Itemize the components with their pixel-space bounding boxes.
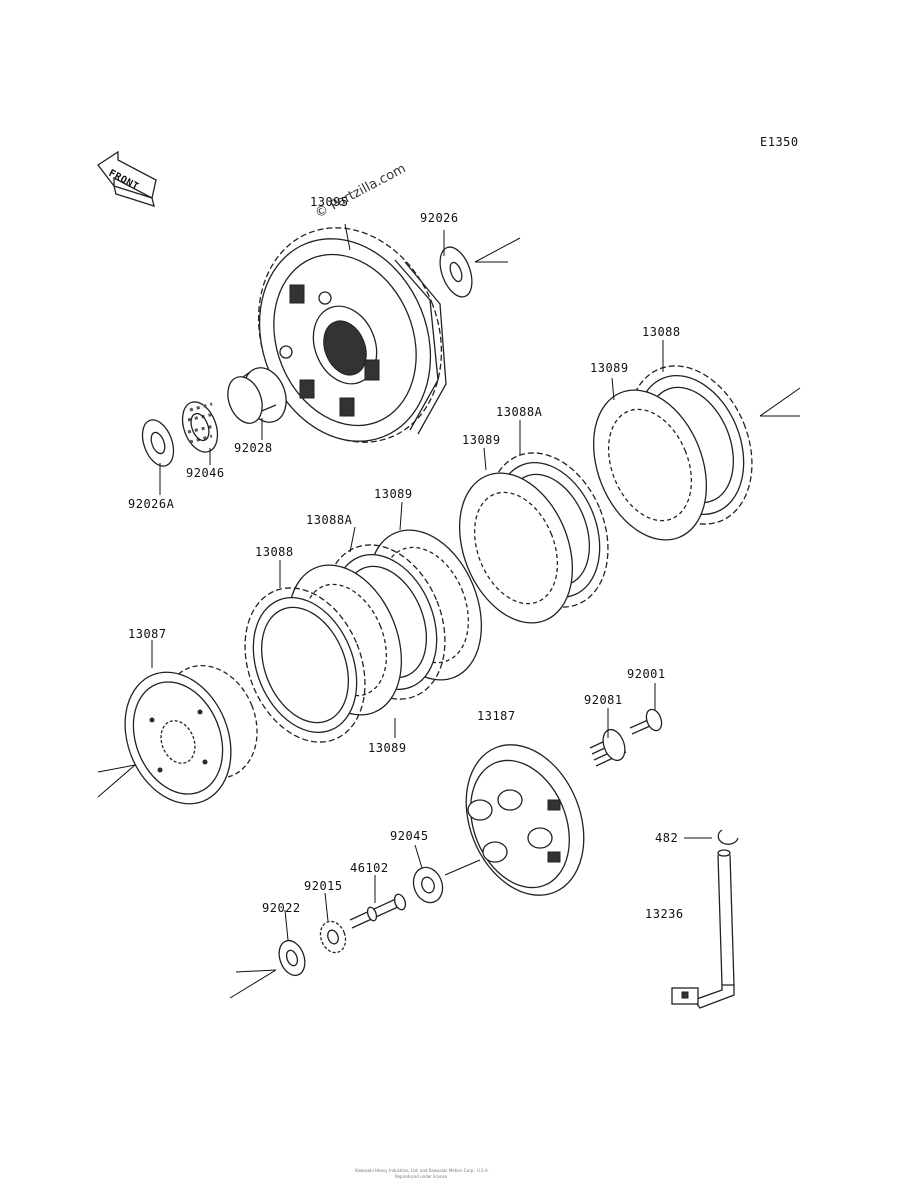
- part-label: 13089: [368, 741, 407, 755]
- clutch-hub-13087: [124, 664, 258, 805]
- part-label: 13089: [374, 487, 413, 501]
- washer-92022: [278, 939, 306, 977]
- steel-plate-13089-upper: [592, 389, 708, 541]
- diagram-code: E1350: [760, 135, 799, 149]
- part-label: 482: [655, 831, 678, 845]
- part-label: 92046: [186, 466, 225, 480]
- bearing-92045: [412, 866, 444, 904]
- part-labels: 13095 92026 13088 13089 13088A 13089 920…: [128, 195, 684, 921]
- part-label: 13088A: [496, 405, 543, 419]
- part-label: 92022: [262, 901, 301, 915]
- part-label: 13088A: [306, 513, 353, 527]
- needle-bearing-92046: [181, 401, 219, 453]
- push-rod-46102: [349, 893, 407, 929]
- part-label: 46102: [350, 861, 389, 875]
- front-arrow-icon: FRONT: [97, 150, 157, 207]
- part-label: 13236: [645, 907, 684, 921]
- part-label: 13187: [477, 709, 516, 723]
- part-label: 13087: [128, 627, 167, 641]
- part-label: 92081: [584, 693, 623, 707]
- part-label: 92001: [627, 667, 666, 681]
- washer-92026A: [141, 419, 175, 467]
- leader-lines: [151, 223, 712, 941]
- part-label: 13095: [310, 195, 349, 209]
- clutch-housing: [257, 227, 447, 443]
- part-label: 92015: [304, 879, 343, 893]
- spring-92081: [589, 728, 627, 767]
- part-label: 92026: [420, 211, 459, 225]
- part-label: 13089: [590, 361, 629, 375]
- washer-92026: [439, 246, 473, 298]
- part-label: 92028: [234, 441, 273, 455]
- sleeve-92028: [227, 367, 287, 424]
- part-label: 13089: [462, 433, 501, 447]
- footer-line-2: Reproduced under license: [395, 1174, 448, 1179]
- bolt-92001: [629, 708, 663, 735]
- part-label: 92026A: [128, 497, 175, 511]
- part-label: 92045: [390, 829, 429, 843]
- part-label: 13088: [642, 325, 681, 339]
- release-shaft-13236: [671, 849, 735, 1009]
- part-label: 13088: [255, 545, 294, 559]
- friction-plate-13088-lower: [244, 587, 366, 743]
- watermark: © Partzilla.com: [313, 161, 409, 221]
- nut-92015: [319, 920, 347, 954]
- footer-line-1: Kawasaki Heavy Industries, Ltd. and Kawa…: [355, 1168, 489, 1173]
- steel-plate-13089-middle: [458, 472, 574, 624]
- pressure-plate-13187: [465, 744, 585, 896]
- circlip-482: [717, 829, 739, 845]
